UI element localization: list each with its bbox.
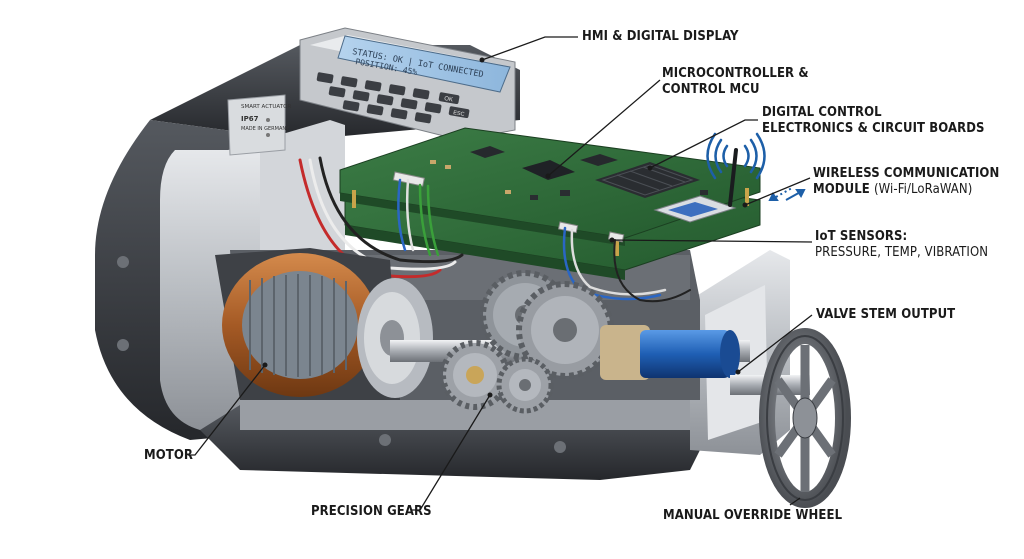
nameplate-title: SMART ACTUATOR (241, 104, 291, 110)
nameplate-origin: MADE IN GERMANY (241, 126, 290, 132)
label-wireless-line2-normal: (Wi-Fi/LoRaWAN) (874, 182, 972, 197)
label-electronics-line2: ELECTRONICS & CIRCUIT BOARDS (762, 121, 985, 137)
label-valve-stem-text: VALVE STEM OUTPUT (816, 307, 955, 323)
label-wireless-line1: WIRELESS COMMUNICATION (813, 166, 999, 182)
label-motor: MOTOR (144, 448, 193, 464)
label-mcu-line1: MICROCONTROLLER & (662, 66, 809, 82)
label-override-text: MANUAL OVERRIDE WHEEL (663, 508, 842, 524)
nameplate-rating: IP67 (241, 115, 259, 123)
label-hmi-text: HMI & DIGITAL DISPLAY (582, 29, 739, 45)
label-iot-sensors: IoT SENSORS: PRESSURE, TEMP, VIBRATION (815, 229, 988, 261)
label-precision-gears: PRECISION GEARS (311, 504, 432, 520)
data-exchange-arrows-icon (770, 188, 804, 200)
nameplate: SMART ACTUATOR IP67 MADE IN GERMANY (228, 95, 291, 155)
label-electronics-line1: DIGITAL CONTROL (762, 105, 985, 121)
label-gears-text: PRECISION GEARS (311, 504, 432, 520)
label-wireless-line2-bold: MODULE (813, 182, 870, 197)
label-manual-override-wheel: MANUAL OVERRIDE WHEEL (663, 508, 842, 524)
label-sensors-line2: PRESSURE, TEMP, VIBRATION (815, 245, 988, 261)
label-motor-text: MOTOR (144, 448, 193, 464)
label-hmi-display: HMI & DIGITAL DISPLAY (582, 29, 739, 45)
label-mcu-line2: CONTROL MCU (662, 82, 809, 98)
label-valve-stem-output: VALVE STEM OUTPUT (816, 307, 955, 323)
label-digital-control-electronics: DIGITAL CONTROL ELECTRONICS & CIRCUIT BO… (762, 105, 985, 137)
label-wireless-module: WIRELESS COMMUNICATION MODULE (Wi-Fi/LoR… (813, 166, 999, 198)
label-microcontroller: MICROCONTROLLER & CONTROL MCU (662, 66, 809, 98)
label-sensors-line1: IoT SENSORS: (815, 229, 988, 245)
